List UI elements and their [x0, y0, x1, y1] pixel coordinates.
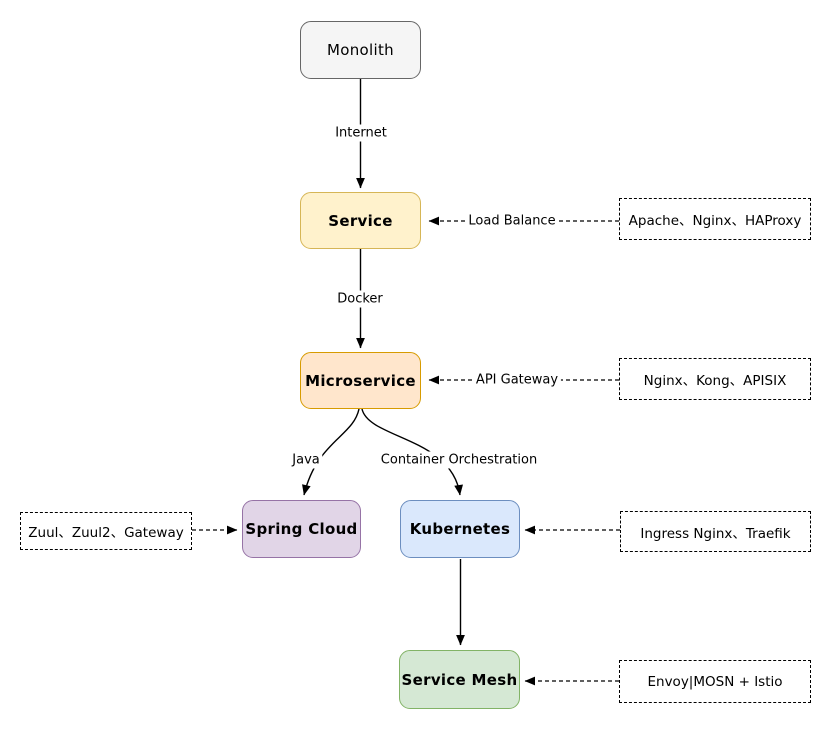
edge-label-docker: Docker [334, 290, 386, 308]
techbox-load-balancers: Apache、Nginx、HAProxy [619, 198, 811, 240]
edge-label-container-orchestration: Container Orchestration [377, 451, 541, 469]
node-service: Service [300, 192, 421, 249]
edge-label-internet: Internet [332, 124, 390, 142]
node-monolith: Monolith [300, 21, 421, 79]
edge-label-load-balance: Load Balance [465, 212, 559, 230]
techbox-java-gateways: Zuul、Zuul2、Gateway [20, 512, 192, 550]
edge-label-api-gateway: API Gateway [472, 371, 562, 389]
node-microservice: Microservice [300, 352, 421, 409]
edge-microservice-springcloud [302, 408, 360, 496]
edge-label-java: Java [289, 451, 323, 469]
node-kubernetes: Kubernetes [400, 500, 520, 558]
techbox-k8s-ingress: Ingress Nginx、Traefik [620, 511, 811, 552]
techbox-api-gateways: Nginx、Kong、APISIX [619, 358, 811, 400]
node-service-mesh: Service Mesh [399, 650, 520, 709]
node-spring-cloud: Spring Cloud [242, 500, 361, 558]
edge-microservice-kubernetes [361, 408, 463, 496]
techbox-service-mesh-impl: Envoy|MOSN + Istio [619, 660, 811, 703]
